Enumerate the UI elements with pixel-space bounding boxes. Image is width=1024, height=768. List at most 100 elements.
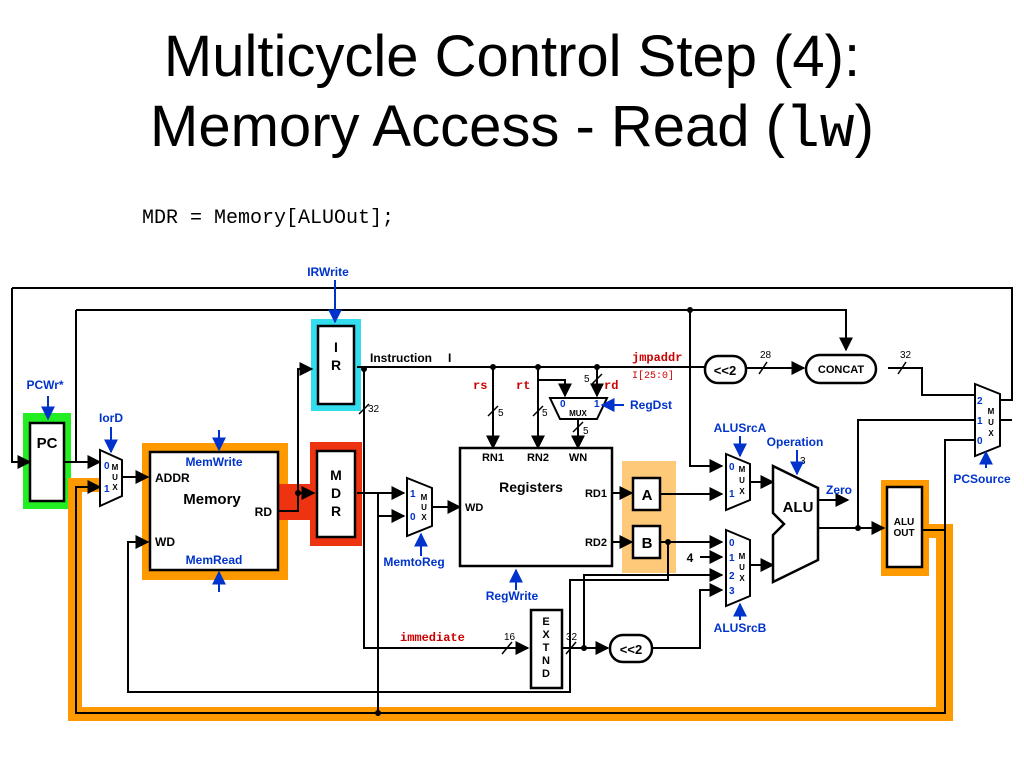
pc-label: PC — [37, 435, 58, 452]
memtoreg-mux-in-1: 1 — [410, 489, 416, 500]
signal-iord: IorD — [99, 411, 123, 425]
mdr-letter-d: D — [331, 485, 341, 501]
width-5-rs: 5 — [498, 408, 504, 419]
signal-zero: Zero — [826, 483, 852, 497]
width-5-wn: 5 — [583, 426, 589, 437]
memtoreg-mux — [406, 476, 433, 538]
memory-title: Memory — [183, 491, 241, 508]
a-register-label: A — [642, 487, 653, 504]
junction-dots — [295, 307, 861, 716]
memtoreg-mux-in-0: 0 — [410, 512, 416, 523]
alusrca-mux — [725, 452, 751, 512]
alusrcb-mux-letter-u: U — [739, 563, 745, 572]
alusrca-mux-in-0: 0 — [729, 462, 735, 473]
alu-unit — [771, 463, 820, 585]
signal-alusrcb: ALUSrcB — [714, 621, 767, 635]
signal-pcwr: PCWr* — [26, 378, 63, 392]
width-slashes — [358, 361, 907, 655]
pcsource-mux — [974, 382, 1001, 458]
extnd-letter-n: N — [542, 655, 550, 667]
alusrcb-mux-letter-m: M — [739, 552, 746, 561]
a-register — [631, 476, 662, 512]
instruction-label: Instruction — [370, 351, 432, 365]
extnd-letter-t: T — [543, 642, 550, 654]
alusrca-mux-letter-x: X — [739, 487, 745, 496]
alusrcb-mux-in-2: 2 — [729, 571, 735, 582]
title-line-2-code: lw — [785, 99, 855, 164]
concat-label: CONCAT — [818, 364, 865, 376]
registers-title: Registers — [499, 479, 563, 495]
mdr-register — [315, 449, 357, 539]
extnd-letter-x: X — [542, 629, 550, 641]
width-28: 28 — [760, 350, 772, 361]
iord-mux-in-1: 1 — [104, 484, 110, 495]
signal-regdst: RegDst — [630, 398, 672, 412]
title-line-2-prefix: Memory Access - Read ( — [150, 94, 785, 159]
signal-memwrite: MemWrite — [185, 455, 242, 469]
signal-alusrca: ALUSrcA — [714, 421, 767, 435]
field-rs: rs — [473, 379, 487, 393]
memory-unit — [148, 450, 280, 572]
memtoreg-mux-letter-x: X — [421, 513, 427, 522]
b-register-label: B — [642, 535, 653, 552]
iord-mux-letter-u: U — [112, 473, 118, 482]
iord-mux-in-0: 0 — [104, 461, 110, 472]
extnd-letter-e: E — [542, 616, 549, 628]
signal-regwrite: RegWrite — [486, 589, 539, 603]
alu-label: ALU — [783, 499, 814, 516]
b-register — [631, 524, 662, 560]
registers-rd1-port: RD1 — [585, 488, 607, 500]
aluout-line-2: OUT — [893, 528, 914, 539]
registers-rn2-port: RN2 — [527, 452, 549, 464]
mdr-letter-r: R — [331, 503, 341, 519]
regdst-mux-label: MUX — [569, 409, 587, 418]
ir-letter-r: R — [331, 357, 341, 373]
memory-rd-highlight — [279, 484, 313, 520]
shift-left-top-label: <<2 — [714, 363, 736, 378]
title-line-1: Multicycle Control Step (4): — [163, 24, 861, 89]
pcsource-mux-in-2: 2 — [977, 396, 983, 407]
memtoreg-mux-letter-u: U — [421, 503, 427, 512]
alusrca-mux-in-1: 1 — [729, 489, 735, 500]
memory-wd-port: WD — [155, 535, 175, 549]
width-5-rd: 5 — [584, 374, 590, 385]
alusrca-mux-letter-m: M — [739, 465, 746, 474]
iord-mux-letter-m: M — [112, 463, 119, 472]
iord-mux — [99, 448, 123, 508]
field-jmpaddr: jmpaddr — [632, 351, 682, 365]
const-four: 4 — [687, 551, 694, 565]
wire-layer — [11, 287, 1013, 714]
sign-extend-unit — [529, 608, 564, 690]
registers-rn1-port: RN1 — [482, 452, 504, 464]
title-line-2-suffix: ) — [854, 94, 874, 159]
width-32-concat: 32 — [900, 350, 912, 361]
ir-register — [316, 324, 356, 406]
alusrcb-mux-in-1: 1 — [729, 553, 735, 564]
pcsource-mux-letter-x: X — [988, 429, 994, 438]
shift-left-top — [703, 354, 748, 385]
field-immediate: immediate — [400, 631, 465, 645]
alusrcb-mux-letter-x: X — [739, 574, 745, 583]
field-rt: rt — [516, 379, 530, 393]
registers-wd-port: WD — [465, 502, 483, 514]
shift-left-bottom — [608, 633, 654, 664]
registers-wn-port: WN — [569, 452, 587, 464]
mdr-letter-m: M — [330, 467, 342, 483]
signal-operation: Operation — [767, 435, 824, 449]
field-rd: rd — [604, 379, 618, 393]
alusrca-mux-letter-u: U — [739, 476, 745, 485]
pcsource-mux-letter-u: U — [988, 418, 994, 427]
register-file — [458, 446, 614, 568]
pc-register — [28, 421, 66, 503]
instruction-i-label: I — [448, 351, 451, 365]
memtoreg-mux-letter-m: M — [421, 493, 428, 502]
pcsource-mux-letter-m: M — [988, 407, 995, 416]
concat-unit — [804, 353, 878, 385]
ir-letter-i: I — [334, 339, 338, 355]
alusrcb-mux — [725, 528, 751, 608]
field-jmpaddr-bits: I[25:0] — [632, 370, 674, 382]
aluout-register — [885, 485, 924, 569]
width-32-ir: 32 — [368, 404, 380, 415]
regdst-mux-in-1: 1 — [594, 399, 600, 410]
